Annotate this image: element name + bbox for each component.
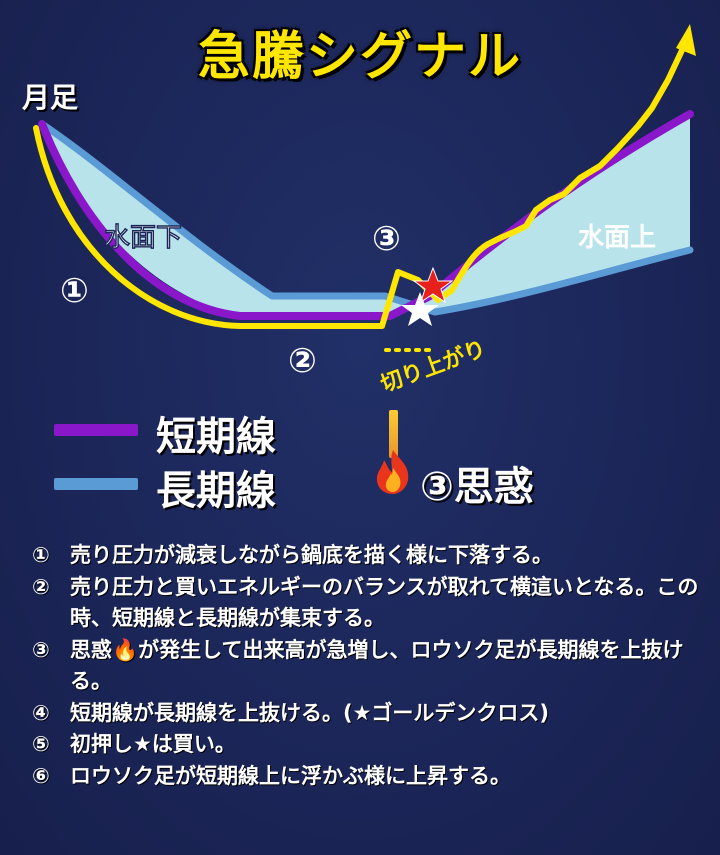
legend-long-swatch <box>54 478 138 490</box>
notes-list: ① 売り圧力が減衰しながら鍋底を描く様に下落する。 ② 売り圧力と買いエネルギー… <box>32 540 702 792</box>
timeframe-label: 月足 <box>22 81 79 114</box>
note-text: ロウソク足が短期線上に浮かぶ様に上昇する。 <box>70 763 511 788</box>
band-fill <box>42 114 690 316</box>
note-item: ② 売り圧力と買いエネルギーのバランスが取れて横這いとなる。この時、短期線と長期… <box>32 572 702 635</box>
legend-short-label: 短期線 <box>156 414 276 460</box>
legend-long-label: 長期線 <box>156 468 276 514</box>
legend-flame-label: ③思惑 <box>420 464 534 510</box>
note-text: 売り圧力と買いエネルギーのバランスが取れて横這いとなる。この時、短期線と長期線が… <box>70 574 699 631</box>
long-term-line <box>38 120 694 316</box>
note-number: ③ <box>32 637 50 662</box>
note-text: 短期線が長期線を上抜ける。(★ゴールデンクロス) <box>70 700 550 725</box>
red-star-icon <box>412 266 454 304</box>
note-number: ⑤ <box>32 732 50 756</box>
legend-short-swatch <box>54 424 138 436</box>
zone-label-above: 水面上 <box>578 223 656 253</box>
note-item: ⑥ ロウソク足が短期線上に浮かぶ様に上昇する。 <box>32 761 702 793</box>
note-text: 売り圧力が減衰しながら鍋底を描く様に下落する。 <box>70 543 553 567</box>
note-number: ② <box>32 574 50 599</box>
white-star-icon <box>401 292 439 326</box>
arrow-head-icon <box>676 24 696 56</box>
note-number: ① <box>32 543 50 567</box>
note-number: ④ <box>32 700 50 725</box>
note-item: ① 売り圧力が減衰しながら鍋底を描く様に下落する。 <box>32 540 702 572</box>
page-title: 急騰シグナル <box>197 27 522 87</box>
marker-3: ③ <box>372 219 401 259</box>
zone-label-below: 水面下 <box>104 223 182 253</box>
note-item: ④ 短期線が長期線を上抜ける。(★ゴールデンクロス) <box>32 698 702 730</box>
signal-diagram: 水面下 水面上 ① ② ③ 切り上がり <box>33 24 696 398</box>
marker-2: ② <box>288 341 317 381</box>
note-text: 初押し★は買い。 <box>70 732 236 756</box>
flame-icon <box>376 450 409 494</box>
note-text: 思惑🔥が発生して出来高が急増し、ロウソク足が長期線を上抜ける。 <box>70 637 684 694</box>
candle-stick <box>389 410 398 458</box>
note-item: ③ 思惑🔥が発生して出来高が急増し、ロウソク足が長期線を上抜ける。 <box>32 635 702 698</box>
note-item: ⑤ 初押し★は買い。 <box>32 729 702 761</box>
note-number: ⑥ <box>32 763 50 788</box>
breakout-label: 切り上がり <box>377 336 489 398</box>
marker-1: ① <box>60 271 89 311</box>
